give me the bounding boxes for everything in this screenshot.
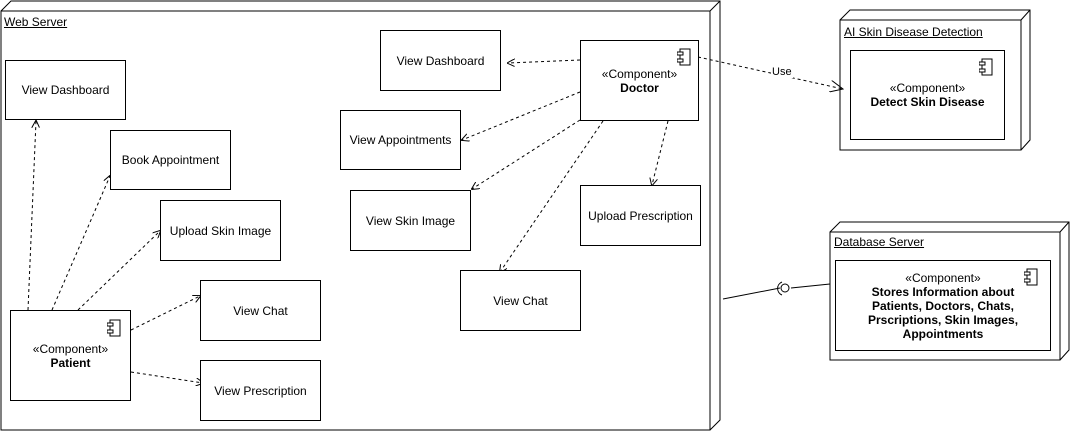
link-doctor-prescription [652, 120, 669, 185]
patient-stereotype: «Component» [32, 341, 109, 356]
patient-links [27, 121, 203, 383]
doctor-upload-prescription-box[interactable]: Upload Prescription [580, 185, 701, 246]
link-patient-prescription [130, 371, 203, 383]
db-server-title: Database Server [834, 235, 925, 249]
doctor-view-dashboard-box[interactable]: View Dashboard [380, 30, 501, 91]
patient-component[interactable]: «Component» Patient [10, 310, 131, 401]
doctor-view-appointments-box[interactable]: View Appointments [340, 110, 461, 170]
detect-stereotype: «Component» [889, 81, 966, 95]
patient-view-chat-box[interactable]: View Chat [200, 280, 321, 341]
doctor-component[interactable]: «Component» Doctor [580, 40, 699, 121]
component-icon [1024, 268, 1038, 286]
ai-server-title: AI Skin Disease Detection [844, 25, 983, 39]
db-interface-link [722, 281, 831, 300]
db-stereotype: «Component» [905, 270, 981, 285]
doctor-view-skin-image-box[interactable]: View Skin Image [350, 190, 471, 251]
link-doctor-chat [500, 120, 604, 272]
doctor-links [462, 60, 669, 272]
db-desc-line-1: Stores Information about [871, 284, 1015, 299]
detect-skin-disease-component[interactable]: «Component» Detect Skin Disease [850, 50, 1005, 140]
link-patient-dashboard [27, 121, 36, 311]
link-patient-chat [130, 296, 200, 331]
db-desc-line-3: Prscriptions, Skin Images, [867, 312, 1019, 327]
patient-view-dashboard-box[interactable]: View Dashboard [5, 60, 126, 120]
db-desc-line-2: Patients, Doctors, Chats, [871, 298, 1015, 313]
detect-name: Detect Skin Disease [870, 95, 985, 109]
link-doctor-skin [472, 119, 581, 189]
doctor-view-chat-box[interactable]: View Chat [460, 270, 581, 331]
component-icon [979, 58, 993, 76]
patient-book-appointment-box[interactable]: Book Appointment [110, 130, 231, 190]
component-icon [677, 48, 691, 66]
db-server-node [829, 221, 1070, 361]
database-component[interactable]: «Component» Stores Information about Pat… [835, 260, 1051, 351]
doctor-stereotype: «Component» [601, 66, 678, 81]
link-doctor-ai-use [697, 56, 843, 89]
patient-upload-skin-image-box[interactable]: Upload Skin Image [160, 200, 281, 261]
patient-view-prescription-box[interactable]: View Prescription [200, 360, 321, 421]
web-server-node [0, 0, 721, 431]
link-doctor-appointments [462, 91, 581, 140]
doctor-name: Doctor [620, 80, 659, 95]
use-dependency-label: Use [771, 66, 793, 78]
patient-name: Patient [50, 355, 91, 370]
link-patient-upload [77, 231, 160, 311]
db-desc-line-4: Appointments [902, 326, 984, 341]
web-server-title: Web Server [4, 15, 68, 29]
component-icon [107, 319, 121, 337]
link-patient-book [51, 176, 110, 311]
link-doctor-dashboard [508, 60, 581, 63]
